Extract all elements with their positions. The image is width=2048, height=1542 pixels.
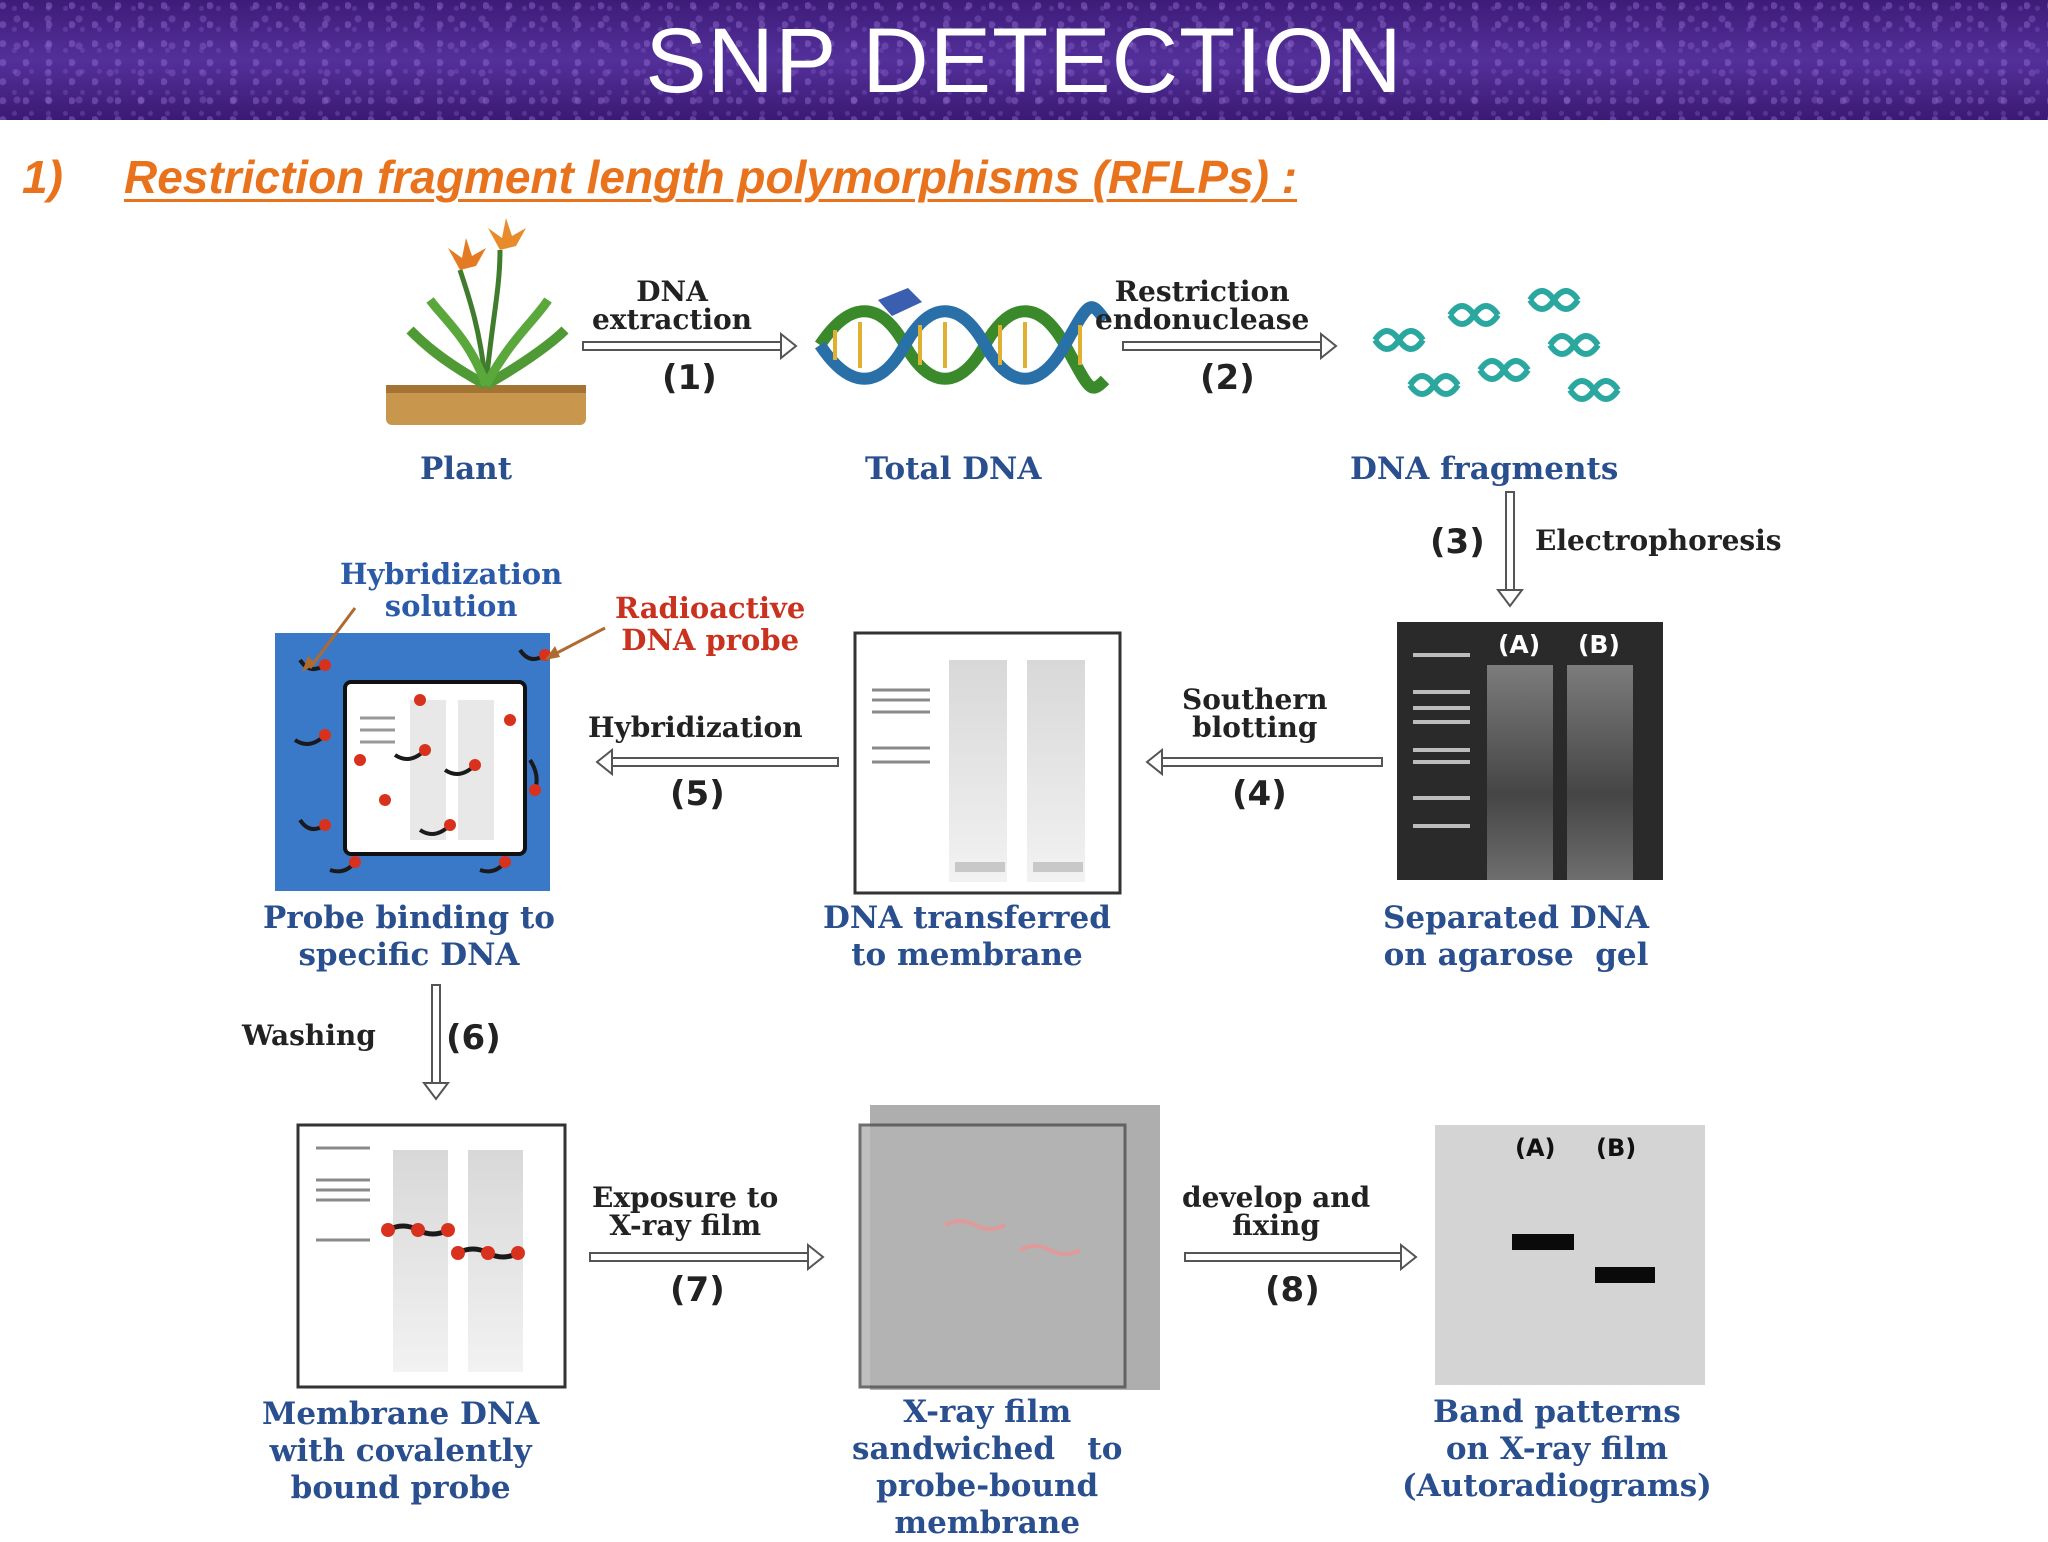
step-7-label: Exposure to X-ray film (592, 1181, 779, 1242)
step-1-number: (1) (662, 358, 717, 398)
arrow-5 (595, 747, 839, 777)
membrane-probe (296, 1123, 567, 1389)
gel-lane-b-label: (B) (1578, 630, 1620, 659)
title-banner (0, 0, 2048, 120)
slide-title: SNP DETECTION (645, 10, 1403, 112)
dna-helix-illustration (815, 288, 1110, 394)
subtitle-number: 1) (22, 151, 63, 203)
film-lane-b-label: (B) (1596, 1134, 1637, 1162)
film-lane-a-label: (A) (1515, 1134, 1556, 1162)
arrow-3 (1496, 491, 1524, 608)
stage-label-plant: Plant (420, 451, 513, 487)
step-3-label: Electrophoresis (1535, 524, 1782, 557)
xray-film-sandwich (858, 1105, 1160, 1390)
step-3-number: (3) (1430, 522, 1485, 562)
arrow-1 (582, 331, 798, 361)
agarose-gel (1397, 622, 1663, 880)
stage-label-xray-film: X-ray film sandwiched to probe-bound mem… (852, 1394, 1123, 1541)
step-6-label: Washing (242, 1019, 376, 1052)
stage-label-band-patterns: Band patterns on X-ray film (Autoradiogr… (1402, 1394, 1712, 1504)
step-8-number: (8) (1265, 1270, 1320, 1310)
step-6-number: (6) (446, 1018, 501, 1058)
step-4-number: (4) (1232, 774, 1287, 814)
step-8-label: develop and fixing (1182, 1181, 1371, 1242)
step-2-label: Restriction endonuclease (1095, 275, 1310, 336)
membrane-transfer (853, 631, 1122, 895)
arrow-8 (1184, 1242, 1418, 1272)
autoradiogram (1435, 1125, 1705, 1385)
subtitle-text: Restriction fragment length polymorphism… (124, 151, 1298, 203)
gel-lane-a-label: (A) (1498, 630, 1541, 659)
arrow-7 (589, 1242, 825, 1272)
stage-label-dna-fragments: DNA fragments (1350, 451, 1619, 487)
step-1-label: DNA extraction (592, 275, 752, 336)
step-2-number: (2) (1200, 358, 1255, 398)
arrow-6 (422, 984, 450, 1101)
stage-label-separated-dna: Separated DNA on agarose gel (1383, 900, 1650, 973)
step-7-number: (7) (670, 1270, 725, 1310)
callout-hybridization-solution: Hybridization solution (340, 557, 563, 623)
dna-fragments-illustration (1372, 288, 1621, 402)
arrow-2 (1122, 331, 1338, 361)
stage-label-total-dna: Total DNA (865, 451, 1042, 487)
step-4-label: Southern blotting (1182, 683, 1328, 744)
step-5-label: Hybridization (588, 711, 803, 744)
callout-radioactive-probe: Radioactive DNA probe (615, 591, 806, 657)
plant-illustration (386, 218, 586, 425)
step-5-number: (5) (670, 774, 725, 814)
arrow-4 (1145, 747, 1383, 777)
stage-label-membrane-dna: Membrane DNA with covalently bound probe (262, 1396, 540, 1506)
stage-label-dna-transferred: DNA transferred to membrane (823, 900, 1111, 973)
hybridization-tank (275, 607, 606, 891)
stage-label-probe-binding: Probe binding to specific DNA (263, 900, 555, 973)
